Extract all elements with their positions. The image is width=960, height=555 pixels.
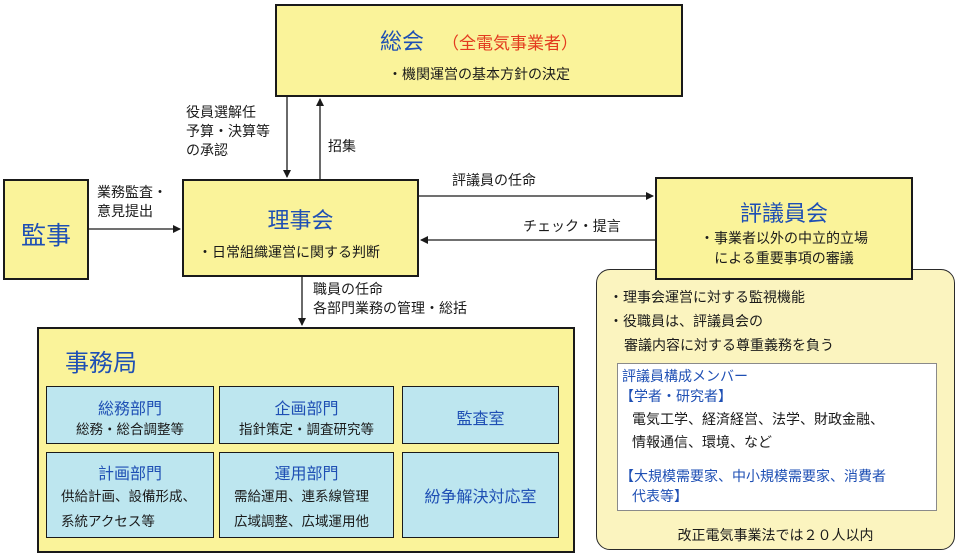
label-riji-to-hyogi: 評議員の任命 bbox=[452, 173, 536, 189]
kanji-title: 監事 bbox=[20, 221, 71, 250]
kanji-box: 監事 bbox=[3, 179, 89, 280]
soukai-title: 総会（全電気事業者） bbox=[379, 30, 578, 55]
hyogiinkai-title: 評議員会 bbox=[739, 202, 828, 227]
dept-keikaku-line-2: 系統アクセス等 bbox=[61, 514, 155, 530]
dept-kikaku-name: 企画部門 bbox=[274, 399, 339, 418]
hyogiinkai-item-1: ・事業者以外の中立的立場 bbox=[700, 231, 868, 247]
hyogiinkai-item-2: による重要事項の審議 bbox=[714, 251, 854, 267]
label-riji-to-soukai: 招集 bbox=[328, 139, 356, 155]
jimukyoku-title: 事務局 bbox=[65, 349, 137, 377]
label-hyogi-to-riji: チェック・提言 bbox=[523, 219, 621, 235]
panel-note: 改正電気事業法では２０人以内 bbox=[677, 528, 874, 544]
label-riji-to-jimu: 職員の任命 各部門業務の管理・総括 bbox=[313, 282, 467, 317]
dept-kansa: 監査室 bbox=[402, 386, 559, 444]
dept-unyo-line-2: 広域調整、広域運用他 bbox=[234, 514, 369, 530]
panel-item-3: 審議内容に対する尊重義務を負う bbox=[624, 338, 834, 354]
dept-soumu: 総務部門 総務・総合調整等 bbox=[46, 386, 214, 444]
soukai-box: 総会（全電気事業者） ・機関運営の基本方針の決定 bbox=[275, 4, 683, 97]
dept-unyo-name: 運用部門 bbox=[274, 464, 339, 483]
dept-soumu-line-1: 総務・総合調整等 bbox=[76, 422, 184, 438]
jimukyoku-box: 事務局 総務部門 総務・総合調整等 企画部門 指針策定・調査研究等 監査室 計画… bbox=[37, 327, 575, 553]
dept-unyo: 運用部門 需給運用、連系線管理 広域調整、広域運用他 bbox=[219, 452, 394, 538]
members-group2-line-1: 【大規模需要家、中小規模需要家、消費者 bbox=[620, 469, 886, 485]
members-group2-line-2: 代表等】 bbox=[632, 489, 688, 505]
rijikai-box: 理事会 ・日常組織運営に関する判断 bbox=[182, 179, 419, 277]
panel-item-1: ・理事会運営に対する監視機能 bbox=[609, 290, 805, 306]
panel-item-2: ・役職員は、評議員会の bbox=[609, 314, 763, 330]
dept-kikaku-line-1: 指針策定・調査研究等 bbox=[239, 422, 374, 438]
dept-keikaku-line-1: 供給計画、設備形成、 bbox=[61, 489, 196, 505]
rijikai-title: 理事会 bbox=[267, 209, 334, 234]
dept-kansa-name: 監査室 bbox=[456, 409, 505, 428]
dept-keikaku: 計画部門 供給計画、設備形成、 系統アクセス等 bbox=[46, 452, 214, 538]
label-soukai-to-riji: 役員選解任 予算・決算等 の承認 bbox=[186, 105, 270, 159]
members-title: 評議員構成メンバー bbox=[622, 369, 748, 385]
dept-funso: 紛争解決対応室 bbox=[402, 452, 559, 538]
dept-kikaku: 企画部門 指針策定・調査研究等 bbox=[219, 386, 394, 444]
label-kanji-to-riji: 業務監査・ 意見提出 bbox=[97, 185, 167, 220]
dept-funso-name: 紛争解決対応室 bbox=[424, 487, 537, 506]
dept-unyo-line-1: 需給運用、連系線管理 bbox=[234, 489, 369, 505]
hyogiinkai-box: 評議員会 ・事業者以外の中立的立場 による重要事項の審議 bbox=[655, 177, 913, 280]
hyogiin-members-box: 評議員構成メンバー 【学者・研究者】 電気工学、経済経営、法学、財政金融、 情報… bbox=[617, 363, 937, 511]
dept-keikaku-name: 計画部門 bbox=[97, 464, 162, 483]
members-group1-label: 【学者・研究者】 bbox=[620, 389, 732, 405]
soukai-item: ・機関運営の基本方針の決定 bbox=[388, 67, 570, 83]
dept-soumu-name: 総務部門 bbox=[97, 399, 162, 418]
members-group1-line-2: 情報通信、環境、など bbox=[632, 435, 772, 451]
rijikai-item: ・日常組織運営に関する判断 bbox=[198, 245, 380, 261]
soukai-title-note: （全電気事業者） bbox=[442, 34, 578, 54]
members-group1-line-1: 電気工学、経済経営、法学、財政金融、 bbox=[632, 412, 884, 428]
